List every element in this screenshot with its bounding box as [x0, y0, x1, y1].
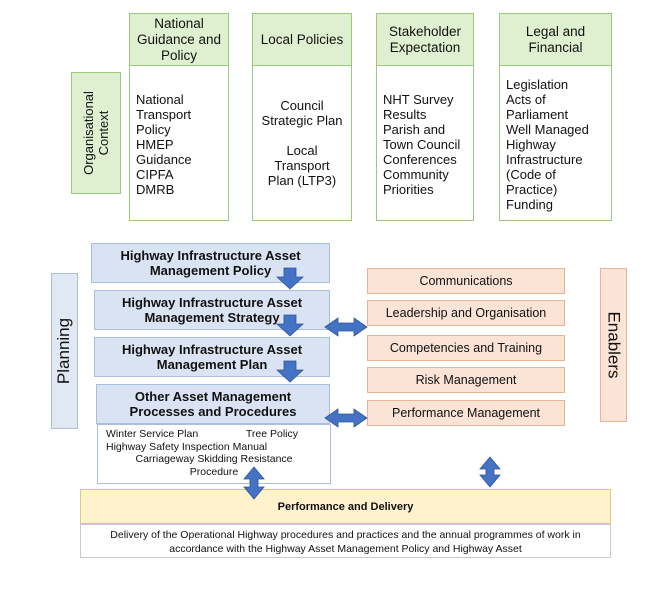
stakeholder-expectation-heading: Stakeholder Expectation: [376, 13, 474, 66]
asset-management-processes-box: Other Asset Management Processes and Pro…: [96, 384, 330, 424]
procedure-highway-safety-inspection-manual: Highway Safety Inspection Manual: [106, 440, 268, 453]
legal-financial-list: Legislation Acts of Parliament Well Mana…: [499, 65, 612, 221]
procedure-carriageway-skidding-resistance: Carriageway Skidding Resistance: [135, 453, 293, 465]
performance-delivery-description: Delivery of the Operational Highway proc…: [80, 524, 611, 558]
national-guidance-heading: National Guidance and Policy: [129, 13, 229, 66]
procedures-list: Winter Service Plan Tree Policy Highway …: [97, 424, 331, 484]
enablers-panel: Enablers: [600, 268, 627, 422]
local-policies-heading: Local Policies: [252, 13, 352, 66]
planning-panel: Planning: [51, 273, 78, 429]
asset-management-plan-box: Highway Infrastructure Asset Management …: [94, 337, 330, 377]
enabler-competencies-training: Competencies and Training: [367, 335, 565, 361]
local-policies-list: Council Strategic Plan Local Transport P…: [252, 65, 352, 221]
asset-management-strategy-box: Highway Infrastructure Asset Management …: [94, 290, 330, 330]
stakeholder-expectation-list: NHT Survey Results Parish and Town Counc…: [376, 65, 474, 221]
procedure-label: Procedure: [189, 465, 239, 478]
organisational-context-label: Organisational Context: [81, 91, 112, 175]
asset-management-policy-box: Highway Infrastructure Asset Management …: [91, 243, 330, 283]
double-arrow-enablers-performance: [479, 456, 501, 488]
double-arrow-processes-enablers: [324, 408, 368, 428]
double-arrow-strategy-enablers: [324, 317, 368, 337]
procedure-winter-service-plan: Winter Service Plan: [106, 428, 199, 440]
enabler-leadership-organisation: Leadership and Organisation: [367, 300, 565, 326]
legal-financial-heading: Legal and Financial: [499, 13, 612, 66]
procedure-tree-policy: Tree Policy: [245, 428, 298, 440]
enablers-label: Enablers: [604, 311, 624, 379]
enabler-performance-management: Performance Management: [367, 400, 565, 426]
organisational-context-panel: Organisational Context: [71, 72, 121, 194]
planning-label: Planning: [54, 317, 74, 385]
enabler-communications: Communications: [367, 268, 565, 294]
enabler-risk-management: Risk Management: [367, 367, 565, 393]
performance-delivery-heading: Performance and Delivery: [80, 489, 611, 524]
national-guidance-list: National Transport Policy HMEP Guidance …: [129, 65, 229, 221]
